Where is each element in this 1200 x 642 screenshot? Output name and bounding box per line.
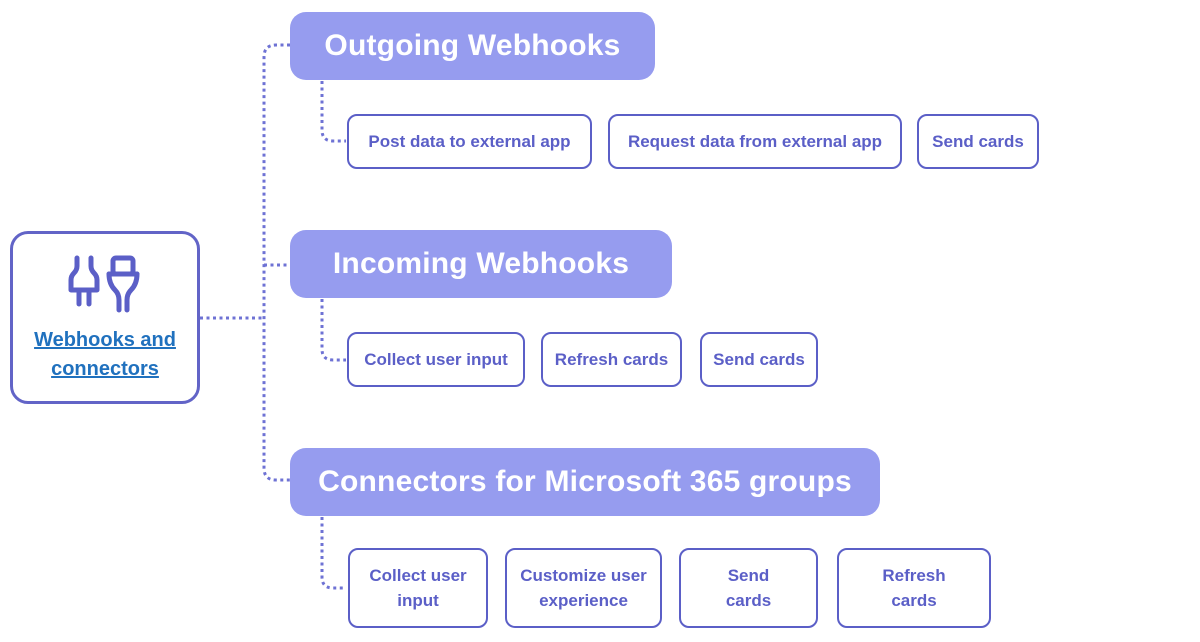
leaf-post-data-to-external-app: Post data to external app xyxy=(347,114,592,169)
leaf-request-data-from-external-app: Request data from external app xyxy=(608,114,902,169)
leaf-refresh-cards-incoming: Refresh cards xyxy=(541,332,682,387)
section-header-incoming-webhooks: Incoming Webhooks xyxy=(290,230,672,298)
plug-connector-icon xyxy=(68,255,140,312)
connector-connectors-children xyxy=(320,517,346,590)
leaf-send-cards-incoming: Send cards xyxy=(700,332,818,387)
webhooks-and-connectors-link[interactable]: Webhooks and connectors xyxy=(34,328,176,380)
section-header-outgoing-webhooks: Outgoing Webhooks xyxy=(290,12,655,80)
leaf-collect-user-input-incoming: Collect user input xyxy=(347,332,525,387)
leaf-customize-user-experience: Customize user experience xyxy=(505,548,662,628)
leaf-collect-user-input-connectors: Collect user input xyxy=(348,548,488,628)
connector-trunk xyxy=(262,43,290,482)
connector-incoming-children xyxy=(320,299,346,362)
section-header-connectors-m365-groups: Connectors for Microsoft 365 groups xyxy=(290,448,880,516)
root-node-webhooks-and-connectors: Webhooks and connectors xyxy=(10,231,200,404)
connector-outgoing-children xyxy=(320,81,346,143)
leaf-send-cards-outgoing: Send cards xyxy=(917,114,1039,169)
